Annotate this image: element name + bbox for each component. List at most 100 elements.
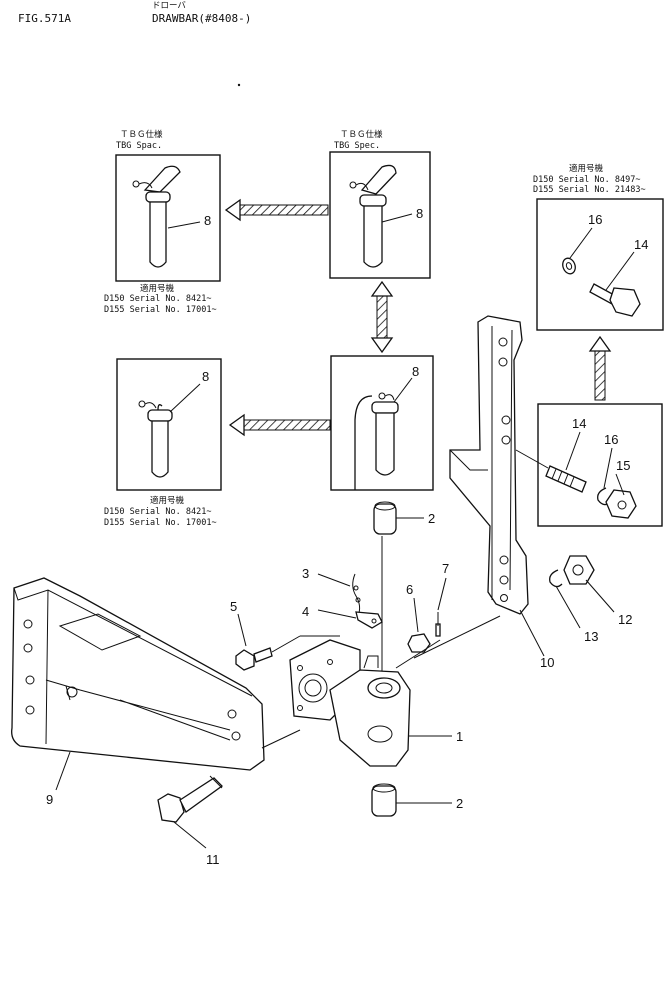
leader-8d (393, 377, 413, 403)
callout-11: 11 (206, 852, 220, 867)
bolt-14-inset (589, 283, 641, 317)
leader-12 (585, 579, 615, 613)
inset-tbg-right-spec: TBG Spec. (334, 141, 380, 151)
callout-10: 10 (540, 655, 554, 670)
pin-8-std-right (354, 392, 399, 490)
callout-15: 15 (616, 458, 630, 473)
arrow-tbg-right-to-left (224, 198, 329, 222)
callout-7: 7 (442, 561, 449, 576)
inset-top-right-serial-2: D155 Serial No. 21483~ (533, 185, 646, 195)
callout-14a: 14 (634, 237, 648, 252)
inset-top-right-box (536, 198, 664, 331)
callout-2b: 2 (456, 796, 463, 811)
inset-tbg-left-serial-1: D150 Serial No. 8421~ (104, 294, 211, 304)
leader-7 (437, 577, 447, 611)
nut-15 (605, 489, 637, 519)
inset-std-left-serial-1: D150 Serial No. 8421~ (104, 507, 211, 517)
stray-dot (237, 83, 241, 87)
inset-tbg-left: ＴＢＧ仕様 TBG Spac. 8 適用号機 D150 Serial No. 8… (104, 129, 221, 315)
leader-11 (173, 821, 207, 849)
title-japanese: ドローバ (152, 1, 186, 11)
leader-6 (413, 597, 419, 633)
inset-stud-box-frame (537, 403, 663, 527)
axis-line-bracket (413, 615, 501, 659)
bushing-2-bottom (371, 783, 397, 817)
inset-stud-box: 14 16 15 (537, 403, 663, 527)
axis-line-bracket-9 (261, 729, 301, 749)
callout-12: 12 (618, 612, 632, 627)
leader-3 (317, 573, 351, 587)
leader-14a (605, 251, 635, 291)
inset-top-right-serial-1: D150 Serial No. 8497~ (533, 175, 640, 185)
slot-9 (58, 613, 142, 651)
arrow-vertical-double (370, 280, 394, 354)
inset-tbg-left-jp: ＴＢＧ仕様 (120, 129, 163, 140)
inset-tbg-left-spec: TBG Spac. (116, 141, 162, 151)
callout-8c: 8 (202, 369, 209, 384)
leader-8b (381, 213, 413, 223)
bracket-9 (11, 577, 265, 771)
callout-16b: 16 (604, 432, 618, 447)
nut-12 (563, 555, 595, 585)
arrow-up-to-top-right (588, 335, 612, 401)
bolt-5 (235, 647, 273, 671)
leader-8c (169, 383, 201, 413)
callout-8d: 8 (412, 364, 419, 379)
inset-std-left: 8 適用号機 D150 Serial No. 8421~ D155 Serial… (104, 358, 222, 528)
nut-6 (407, 633, 431, 653)
leader-16b (603, 447, 613, 489)
pin-8-std-left (138, 400, 173, 478)
callout-6: 6 (406, 582, 413, 597)
leader-15 (615, 473, 625, 496)
callout-16a: 16 (588, 212, 602, 227)
leader-10 (519, 609, 545, 657)
callout-1: 1 (456, 729, 463, 744)
drawbar-1 (289, 639, 411, 767)
callout-9: 9 (46, 792, 53, 807)
callout-14b: 14 (572, 416, 586, 431)
inset-std-left-applicable: 適用号機 (150, 495, 185, 506)
leader-5 (237, 613, 247, 647)
inset-tbg-right: ＴＢＧ仕様 TBG Spec. 8 (329, 129, 431, 279)
axis-line-bolt-5 (271, 635, 301, 653)
callout-8b: 8 (416, 206, 423, 221)
callout-3: 3 (302, 566, 309, 581)
leader-8a (167, 221, 201, 229)
leader-14b (565, 431, 581, 471)
pin-7 (435, 612, 441, 637)
diagram-title: DRAWBAR(#8408-) (152, 12, 251, 25)
inset-top-right: 適用号機 D150 Serial No. 8497~ D155 Serial N… (533, 163, 664, 331)
callout-13: 13 (584, 629, 598, 644)
callout-4: 4 (302, 604, 309, 619)
leader-4 (317, 609, 357, 619)
callout-8a: 8 (204, 213, 211, 228)
bushing-2-top (373, 501, 397, 535)
inset-tbg-right-jp: ＴＢＧ仕様 (340, 129, 383, 140)
stud-14 (545, 465, 587, 493)
pin-8-tbg-right (349, 164, 397, 268)
inset-tbg-left-serial-2: D155 Serial No. 17001~ (104, 305, 217, 315)
clip-4 (355, 611, 383, 629)
leader-13 (555, 585, 581, 629)
figure-number: FIG.571A (18, 12, 71, 25)
pin-8-tbg-left (132, 165, 181, 268)
callout-5: 5 (230, 599, 237, 614)
washer-16-inset (562, 257, 576, 275)
leader-9 (55, 751, 71, 791)
inset-tbg-left-applicable: 適用号機 (140, 283, 175, 294)
callout-2a: 2 (428, 511, 435, 526)
arrow-std-right-to-left (228, 413, 331, 437)
chain-3 (352, 573, 361, 617)
bolt-11 (157, 775, 223, 823)
washer-13 (549, 569, 563, 588)
connector-bracket-stud (515, 449, 549, 469)
bracket-10 (449, 315, 529, 615)
inset-top-right-applicable: 適用号機 (569, 163, 604, 174)
inset-std-left-serial-2: D155 Serial No. 17001~ (104, 518, 217, 528)
inset-std-left-box (116, 358, 222, 491)
inset-std-right: 8 (330, 355, 434, 491)
axis-line-nut (395, 639, 441, 669)
leader-16a (569, 227, 593, 259)
inset-tbg-left-box (115, 154, 221, 282)
